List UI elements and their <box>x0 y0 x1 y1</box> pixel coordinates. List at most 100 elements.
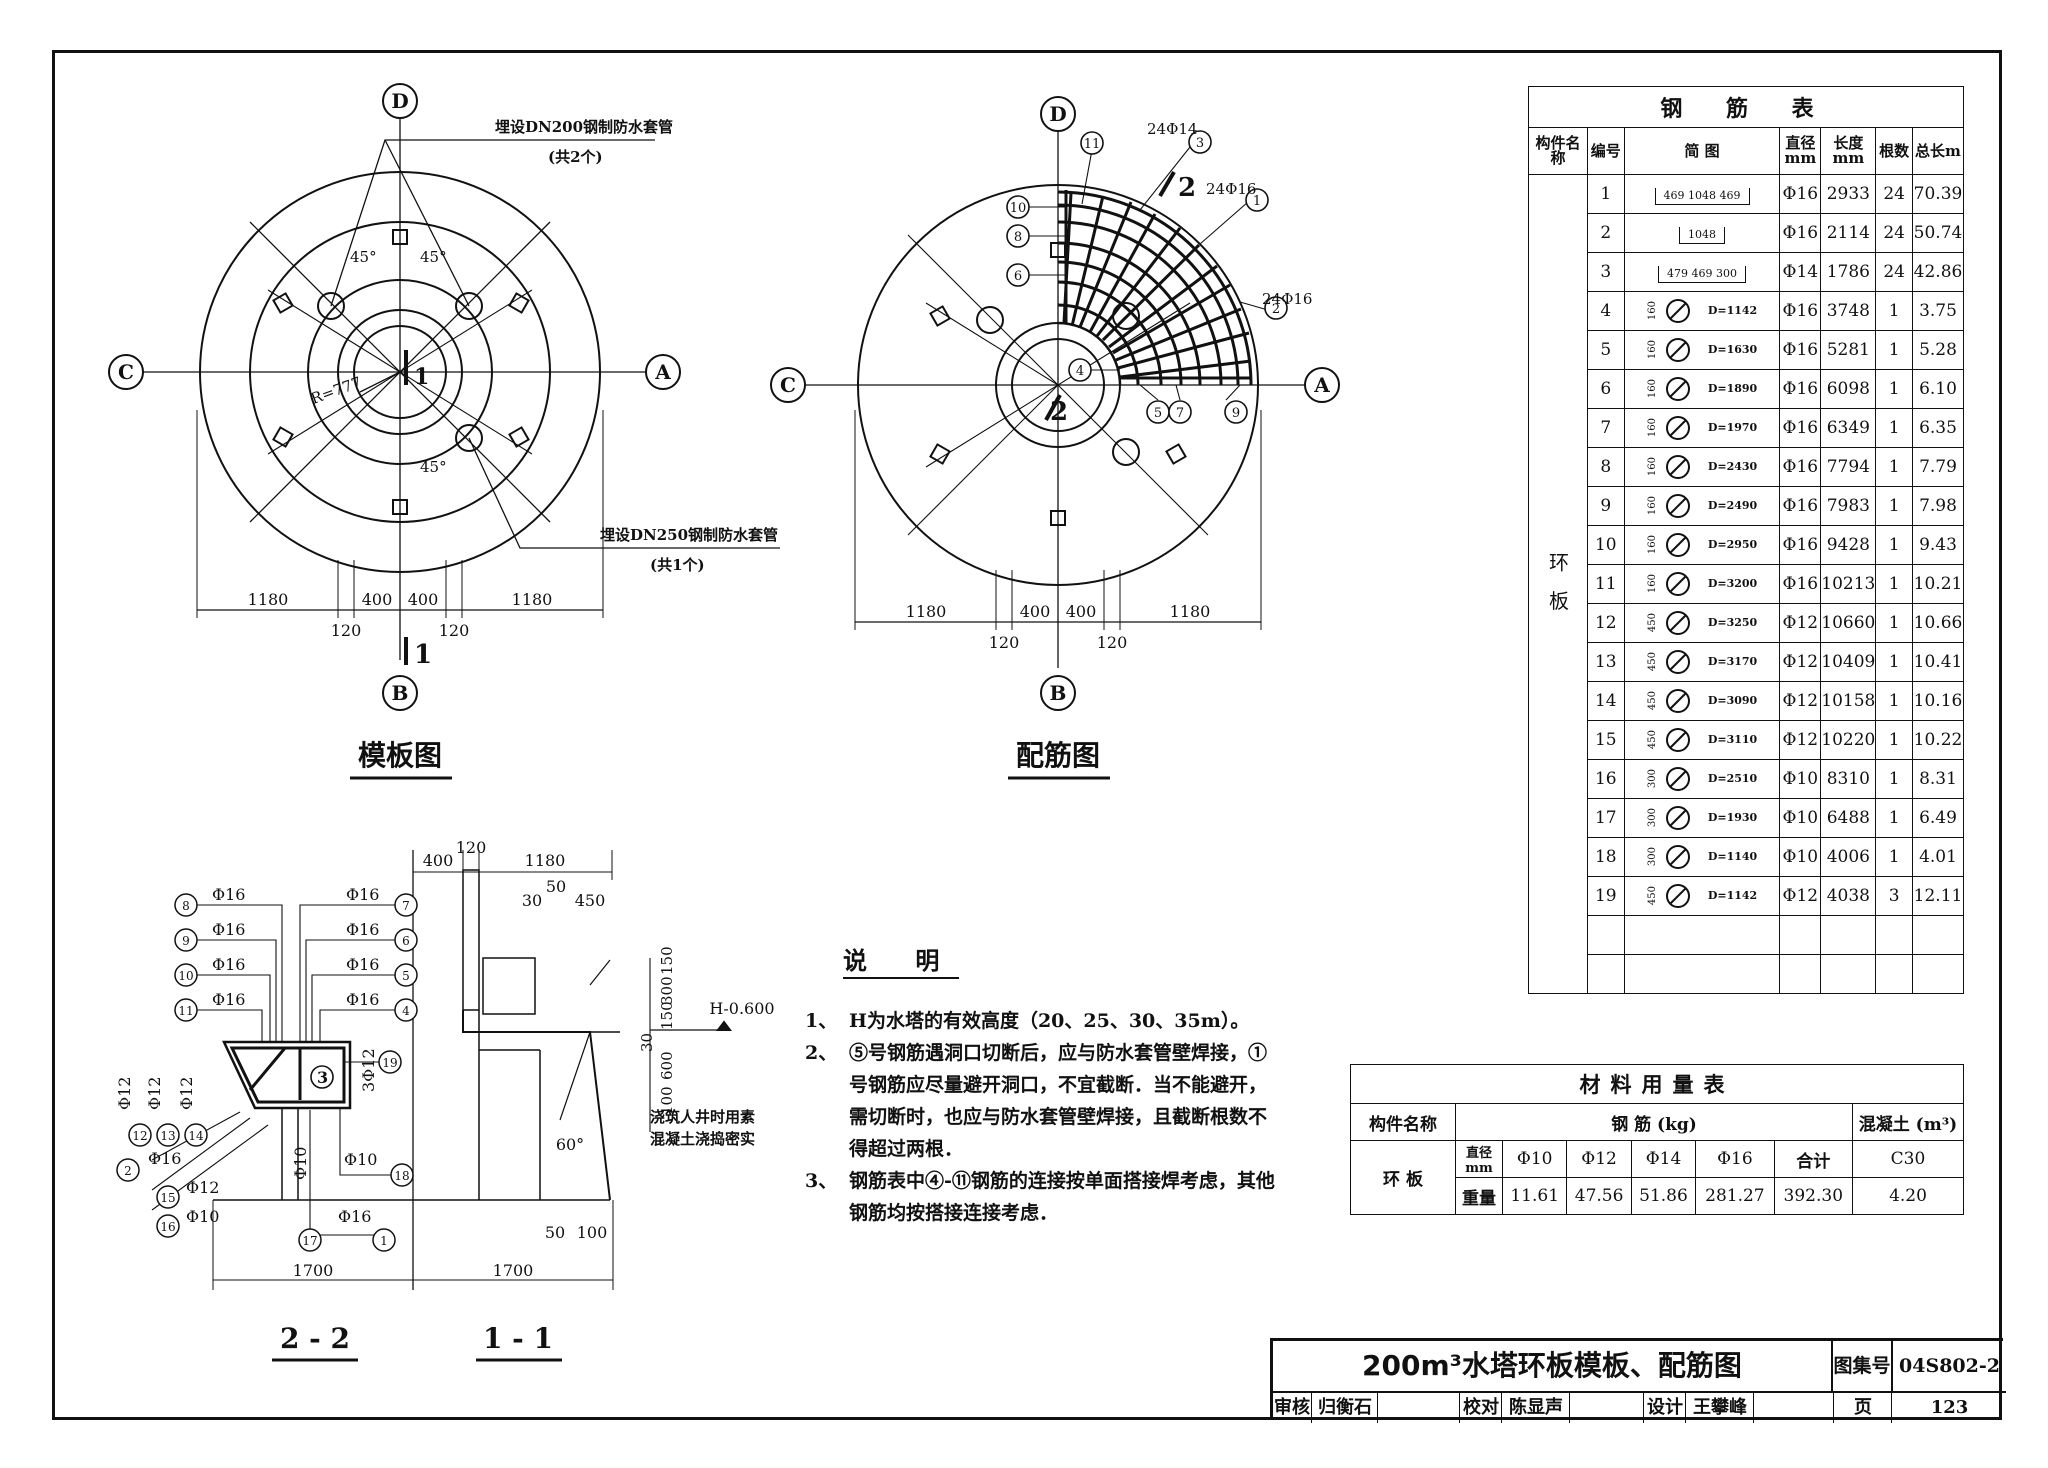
ring-diameter: D=1142 <box>1707 889 1758 903</box>
rebar-sketch: 1048 <box>1623 213 1781 253</box>
rebar-diameter: Φ10 <box>1779 837 1822 877</box>
rebar-count: 1 <box>1875 720 1913 760</box>
section-mark-1b: 1 <box>414 640 432 670</box>
rebar-length: 2933 <box>1820 174 1877 214</box>
mat-w-16: 281.27 <box>1695 1177 1775 1215</box>
rebar-total-length: 9.43 <box>1911 525 1965 565</box>
section-callout-bubble <box>174 893 198 917</box>
ring-bar-icon <box>1665 454 1690 479</box>
rebar-total-length: 7.98 <box>1911 486 1965 526</box>
atlas-number: 04S802-2 <box>1893 1341 2006 1393</box>
rebar-length: 6349 <box>1820 408 1877 448</box>
rebar-count: 1 <box>1875 369 1913 409</box>
lap-length: 300 <box>1646 847 1658 867</box>
rebar-length: 9428 <box>1820 525 1877 565</box>
lap-length: 450 <box>1646 652 1658 672</box>
col-no: 编号 <box>1587 127 1625 175</box>
rebar-total-length: 70.39 <box>1911 174 1965 214</box>
callout-number: 3 <box>1196 136 1204 151</box>
notes-heading: 说 明 <box>843 945 960 979</box>
rebar-plan <box>800 125 1310 668</box>
rebar-length: 1786 <box>1820 252 1877 292</box>
callout-number: 9 <box>1232 406 1240 421</box>
rebar-diameter: Φ16 <box>1779 291 1822 331</box>
callout-bubble <box>1245 188 1269 212</box>
callout-bubble <box>1080 131 1104 155</box>
rebar-total-length: 8.31 <box>1911 759 1965 799</box>
rebar-count: 1 <box>1875 525 1913 565</box>
drawing-title: 200m³水塔环板模板、配筋图 <box>1273 1341 1833 1393</box>
sec-label-11-bar: Φ16 <box>212 990 245 1009</box>
rebar-total-length: 10.16 <box>1911 681 1965 721</box>
section-callout-number: 4 <box>402 1004 410 1018</box>
rebar-length: 6098 <box>1820 369 1877 409</box>
fw-dim-1180-right: 1180 <box>512 590 553 609</box>
section-callout-bubble <box>394 893 418 917</box>
rebar-length: 7794 <box>1820 447 1877 487</box>
rebar-total-length: 12.11 <box>1911 876 1965 916</box>
callout-number: 2 <box>1272 302 1280 317</box>
pipe-note-dn200-count: (共2个) <box>548 148 603 166</box>
rebar-table-empty-row <box>1529 915 1965 955</box>
sec-label-10-bar: Φ16 <box>212 955 245 974</box>
rebar-diameter: Φ16 <box>1779 213 1822 253</box>
sec-label-16-bar: Φ10 <box>186 1207 219 1226</box>
ring-bar-icon <box>1665 571 1690 596</box>
sec-vdim-30: 30 <box>638 1033 656 1052</box>
empty-cell <box>1875 954 1913 994</box>
sec-note-line2: 混凝土浇捣密实 <box>650 1130 755 1148</box>
rebar-no: 17 <box>1587 798 1625 838</box>
mat-h-member: 构件名称 <box>1350 1103 1456 1141</box>
callout-number: 10 <box>1010 201 1027 216</box>
sec-dim-450: 450 <box>575 891 606 910</box>
lap-length: 160 <box>1646 301 1658 321</box>
callout-bubble <box>1006 263 1030 287</box>
rebar-count: 1 <box>1875 408 1913 448</box>
sec-dim-1180: 1180 <box>525 851 566 870</box>
ring-diameter: D=3090 <box>1707 694 1758 708</box>
col-sketch: 简 图 <box>1623 127 1781 175</box>
fw-dim-400-left: 400 <box>362 590 393 609</box>
material-table-caption: 材料用量表 <box>1350 1064 1964 1104</box>
rebar-length: 2114 <box>1820 213 1877 253</box>
rebar-table-empty-row <box>1529 954 1965 994</box>
empty-cell <box>1779 954 1822 994</box>
label-24phi14: 24Φ14 <box>1147 120 1197 138</box>
rebar-diameter: Φ16 <box>1779 408 1822 448</box>
bent-bar-shape: 469 1048 469 <box>1654 187 1750 205</box>
sec-dim-50: 50 <box>546 877 566 896</box>
rebar-length: 10220 <box>1820 720 1877 760</box>
rebar-axis-bubbles <box>770 96 1340 711</box>
axis-bubble-B <box>382 675 418 711</box>
section-callout-number: 9 <box>182 934 190 948</box>
section-callout-bubble <box>184 1123 208 1147</box>
rebar-axis-label-D: D <box>1049 102 1066 126</box>
sec-vert-13: Φ12 <box>145 1077 164 1110</box>
callout-number: 11 <box>1084 137 1101 152</box>
page-label: 页 <box>1835 1393 1892 1423</box>
ring-bar-icon <box>1665 883 1690 908</box>
sec-vdim-150b: 150 <box>658 1001 676 1030</box>
callout-number: 8 <box>1014 230 1022 245</box>
axis-label-A: A <box>654 360 671 384</box>
rebar-total-length: 10.66 <box>1911 603 1965 643</box>
ring-bar-icon <box>1665 532 1690 557</box>
ring-bar-icon <box>1665 298 1690 323</box>
mat-member: 环 板 <box>1350 1140 1456 1215</box>
lap-length: 300 <box>1646 808 1658 828</box>
rebar-no: 14 <box>1587 681 1625 721</box>
rebar-table-header: 构件名称 编号 简 图 直径mm 长度mm 根数 总长m <box>1528 127 1965 175</box>
